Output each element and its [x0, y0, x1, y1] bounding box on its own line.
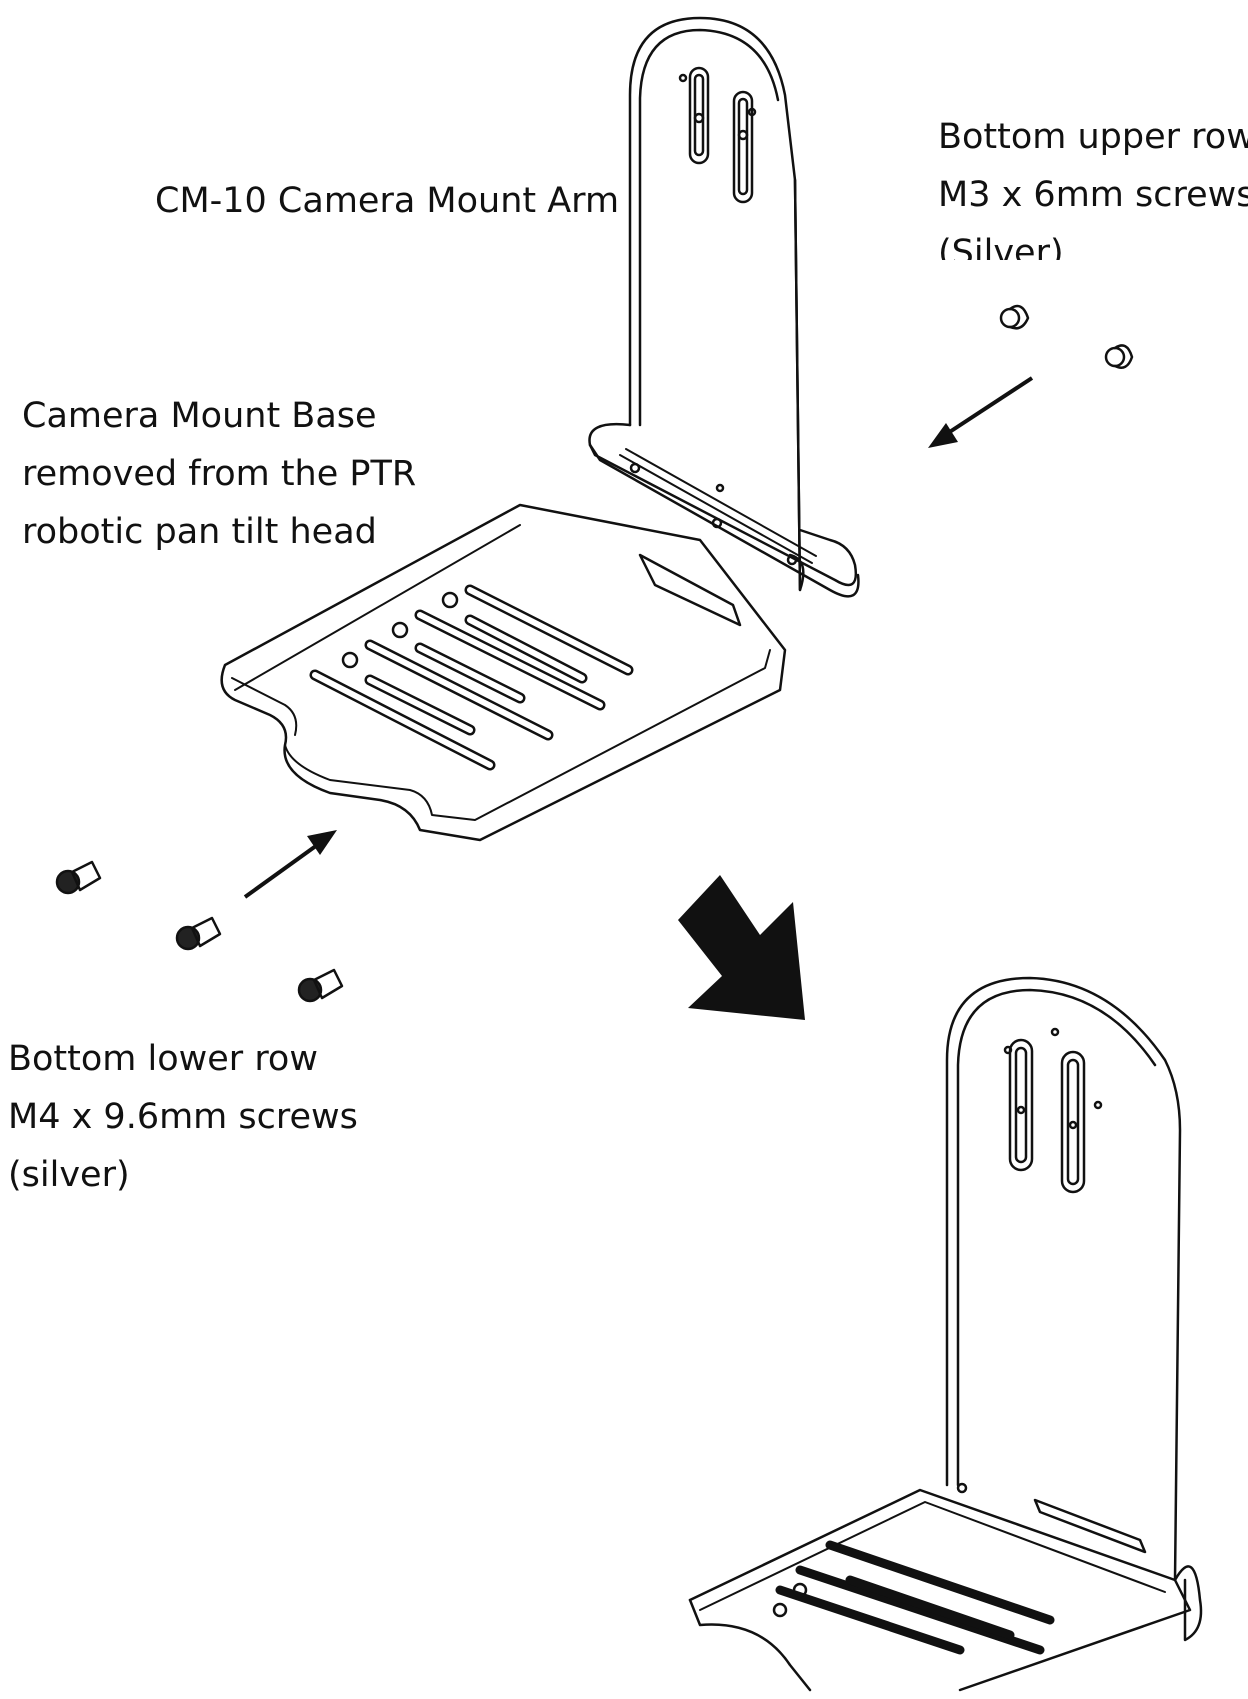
camera-mount-base	[220, 503, 787, 842]
camera-mount-arm-exploded	[588, 16, 860, 598]
lower-screws-label: Bottom lower row M4 x 9.6mm screws (silv…	[8, 1030, 358, 1204]
lower-screws-line-2: M4 x 9.6mm screws	[8, 1097, 358, 1137]
lower-screw-2	[175, 916, 222, 951]
camera-mount-arm-label: CM-10 Camera Mount Arm	[155, 172, 619, 230]
assembly-direction-arrow	[678, 875, 805, 1020]
arrow-lower-screws	[243, 830, 337, 899]
upper-screws-line-2: M3 x 6mm screws	[938, 175, 1248, 215]
base-label-line-1: Camera Mount Base	[22, 396, 377, 436]
upper-screws-line-1: Bottom upper row	[938, 117, 1248, 157]
base-label-line-2: removed from the PTR	[22, 454, 417, 494]
assembled-camera-mount	[688, 976, 1203, 1692]
arm-label-text: CM-10 Camera Mount Arm	[155, 181, 620, 221]
upper-screws-label: Bottom upper row M3 x 6mm screws (Silver…	[938, 108, 1248, 260]
base-label-line-3: robotic pan tilt head	[22, 512, 377, 552]
camera-mount-base-label: Camera Mount Base removed from the PTR r…	[22, 387, 416, 561]
arrow-upper-screws	[928, 376, 1034, 448]
upper-screw-2	[1104, 344, 1134, 369]
lower-screws-line-1: Bottom lower row	[8, 1039, 318, 1079]
upper-screw-1	[999, 304, 1030, 330]
lower-screw-3	[297, 968, 344, 1003]
upper-screws-line-3: (Silver)	[938, 233, 1064, 260]
lower-screws-line-3: (silver)	[8, 1155, 130, 1195]
lower-screw-1	[55, 860, 102, 895]
